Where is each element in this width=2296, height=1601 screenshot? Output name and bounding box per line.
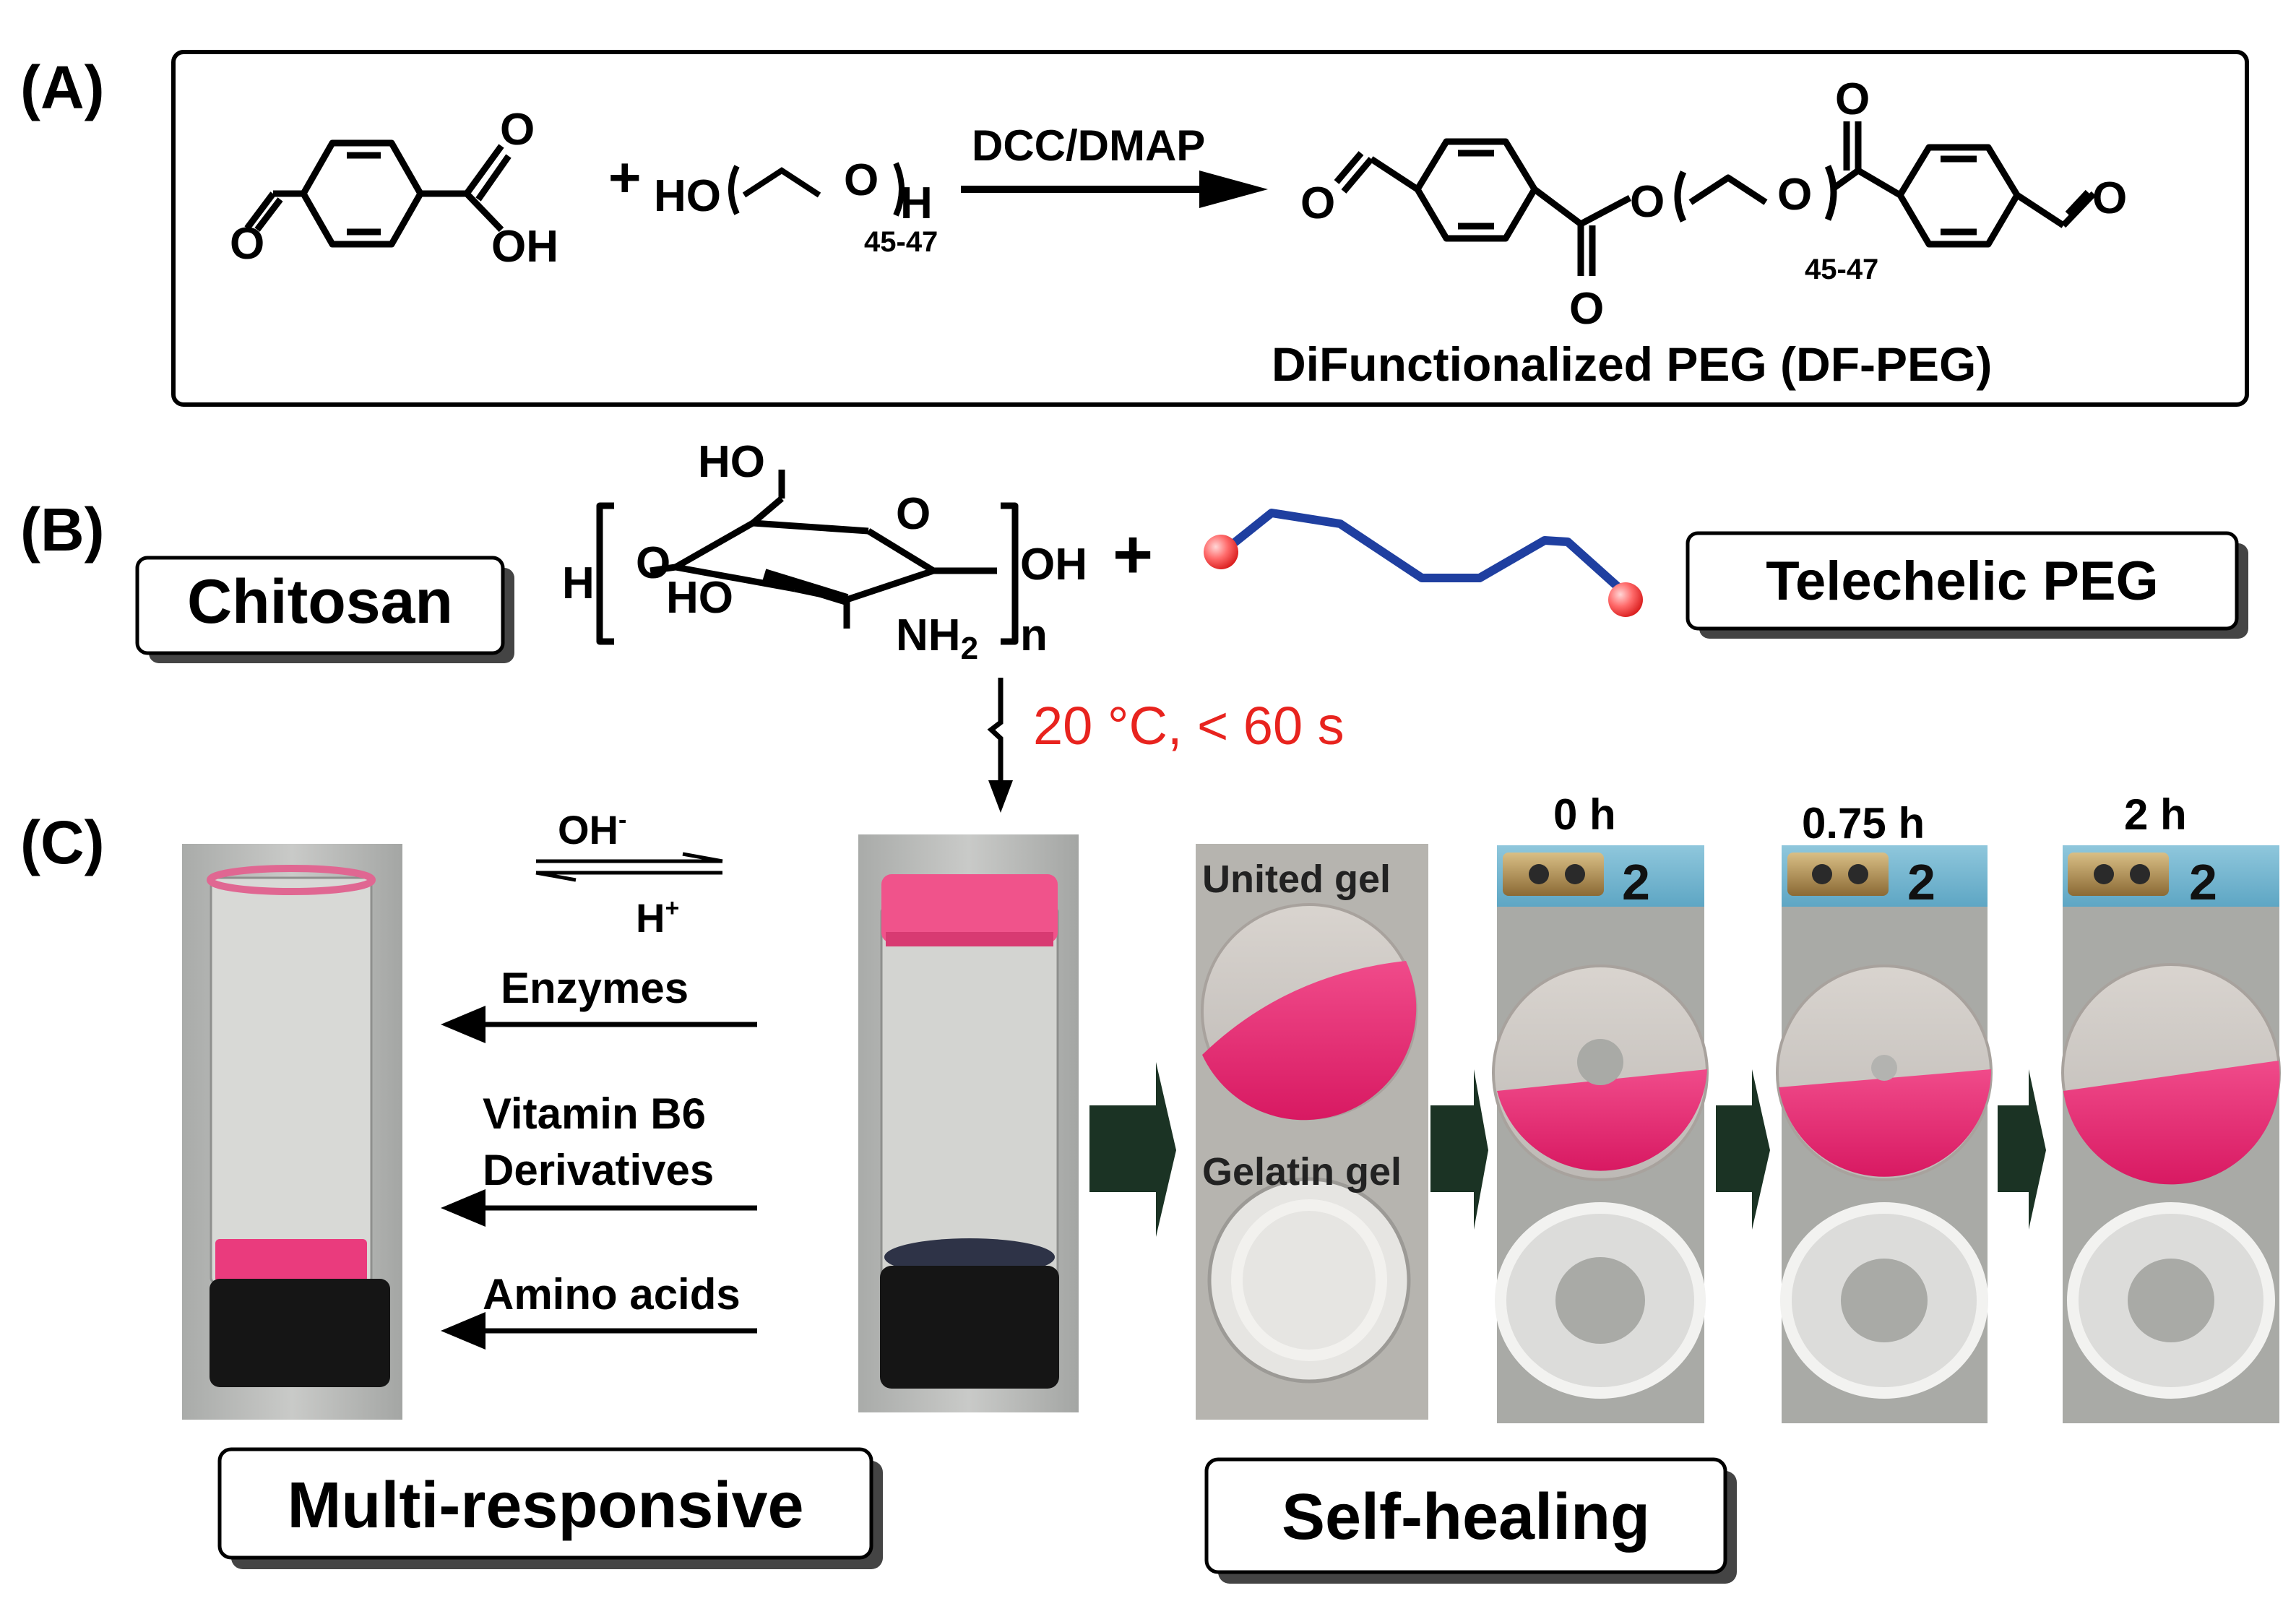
product-ester-carbonyl-left: O <box>1569 284 1604 334</box>
time-075h-label: 0.75 h <box>1802 799 1925 847</box>
time-0h-label: 0 h <box>1553 790 1616 839</box>
chitosan-nh2: NH2 <box>896 610 978 666</box>
product-ester-carbonyl-right: O <box>1835 74 1870 124</box>
self-healing-label: Self-healing <box>1282 1481 1650 1553</box>
chitosan-box <box>135 556 505 655</box>
product-ester-oxygen-left: O <box>1630 177 1665 227</box>
vial-photo-gel <box>858 834 1079 1412</box>
chitosan-ring-oxygen: O <box>896 489 931 539</box>
panel-b-letter: (B) <box>20 496 105 564</box>
telechelic-peg-label: Telechelic PEG <box>1766 551 2159 612</box>
df-peg-name: DiFunctionalized PEG (DF-PEG) <box>1272 337 1992 391</box>
time-photo-075h: 2 <box>1776 845 1993 1423</box>
formylbenzoic-acid-structure <box>244 139 512 248</box>
aldehyde-oxygen: O <box>230 219 264 269</box>
big-arrow-3 <box>1716 1069 1770 1230</box>
repeat-n: n <box>1020 610 1048 660</box>
telechelic-box <box>1686 531 2239 631</box>
chitosan-monomer-structure <box>596 470 1019 645</box>
vitamin-b6-label: Vitamin B6 <box>483 1089 706 1138</box>
panel-a-letter: (A) <box>20 53 105 121</box>
svg-text:2: 2 <box>1907 854 1935 910</box>
reagent-label: DCC/DMAP <box>972 121 1205 170</box>
peg-ho: HO <box>654 171 721 221</box>
panel-c: (C) OH- H+ Enzymes Vitamin B6 Derivative… <box>20 790 2281 1584</box>
time-photo-0h: 2 <box>1492 845 1709 1423</box>
peg-end-group-right <box>1608 582 1643 617</box>
carbonyl-oxygen: O <box>500 105 535 155</box>
oh-minus-label: OH- <box>558 806 626 853</box>
self-healing-box <box>1204 1457 1727 1574</box>
gelation-arrow-head <box>988 780 1013 813</box>
big-arrow-4 <box>1998 1069 2046 1230</box>
panel-a: (A) O O OH + HO O H 45-47 DCC <box>20 50 2249 407</box>
panel-a-frame <box>171 50 2249 407</box>
derivatives-label: Derivatives <box>483 1146 714 1194</box>
peg-subscript: 45-47 <box>864 226 938 258</box>
peg-repeat-unit <box>728 162 905 217</box>
peg-h: H <box>900 178 933 228</box>
peg-end-group-left <box>1204 535 1238 569</box>
plus-sign-a: + <box>608 145 642 209</box>
panel-c-letter: (C) <box>20 808 105 876</box>
product-aldehyde-oxygen-right: O <box>2092 173 2127 223</box>
svg-text:2: 2 <box>2189 854 2217 910</box>
telechelic-peg-chain <box>1222 509 1628 596</box>
gelatin-gel-label: Gelatin gel <box>1202 1150 1402 1194</box>
reaction-arrow-head <box>1199 171 1268 208</box>
product-aldehyde-oxygen-left: O <box>1300 178 1335 228</box>
vial-photo-solution <box>182 844 402 1420</box>
united-gel-label: United gel <box>1202 858 1391 901</box>
chitosan-h-left: H <box>562 558 595 608</box>
chitosan-ho-ring: HO <box>666 573 733 623</box>
svg-text:2: 2 <box>1622 854 1650 910</box>
multi-responsive-box <box>217 1447 873 1560</box>
enzymes-label: Enzymes <box>501 964 689 1012</box>
h-plus-label: H+ <box>636 894 679 941</box>
chitosan-label: Chitosan <box>187 567 453 636</box>
df-peg-structure <box>1334 121 2097 276</box>
plus-sign-b: + <box>1113 516 1153 593</box>
product-subscript: 45-47 <box>1805 254 1878 285</box>
time-2h-label: 2 h <box>2124 790 2187 839</box>
big-arrow-2 <box>1430 1069 1488 1230</box>
chitosan-ho-top: HO <box>698 437 765 487</box>
amino-acids-label: Amino acids <box>483 1270 741 1319</box>
chitosan-o-left: O <box>636 538 670 588</box>
time-photo-2h: 2 <box>2061 845 2281 1423</box>
multi-responsive-label: Multi-responsive <box>287 1470 803 1542</box>
chitosan-oh-right: OH <box>1020 540 1087 590</box>
peg-oxygen: O <box>844 155 879 205</box>
big-arrow-1 <box>1089 1062 1176 1237</box>
gelation-arrow <box>987 678 1004 787</box>
united-gel-photo <box>1196 844 1428 1420</box>
panel-b: (B) Chitosan HO O H O HO OH NH2 <box>20 437 2248 813</box>
acid-hydroxyl: OH <box>491 222 558 272</box>
gelation-condition: 20 °C, < 60 s <box>1033 696 1345 756</box>
product-ester-oxygen-right: O <box>1777 170 1812 220</box>
